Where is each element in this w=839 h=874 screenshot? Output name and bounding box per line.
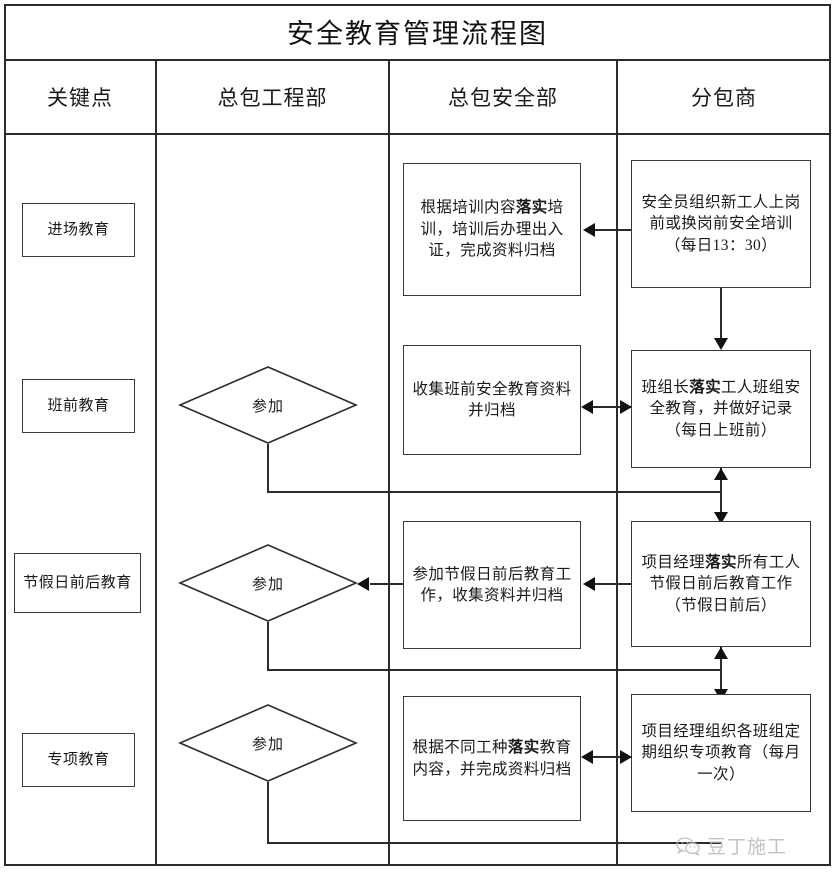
connector-r3-to-r4-sub	[720, 647, 722, 701]
text-pre: 项目经理	[641, 553, 706, 571]
chart-title-band: 安全教育管理流程图	[4, 4, 831, 61]
subcontractor-text: 班组长落实工人班组安全教育，并做好记录（每日上班前）	[640, 377, 802, 441]
connector-r1-to-r2-sub	[720, 288, 722, 342]
subcontractor-text: 项目经理组织各班组定期组织专项教育（每月一次）	[640, 721, 802, 785]
arrow-r2-to-safety	[581, 400, 593, 414]
safety-dept-text: 收集班前安全教育资料并归档	[412, 379, 572, 422]
text-post: 参加节假日前后教育工作，收集资料并归档	[412, 565, 572, 604]
text-post: 项目经理组织各班组定期组织专项教育（每月一次）	[641, 722, 801, 783]
key-point-box-holiday-education[interactable]: 节假日前后教育	[14, 553, 141, 613]
connector-r2-safety-sub	[592, 406, 631, 408]
wechat-icon	[676, 836, 702, 856]
subcontractor-text: 项目经理落实所有工人节假日前后教育工作（节假日前后）	[640, 552, 802, 616]
arrow-r2-to-sub	[620, 400, 632, 414]
page-title: 安全教育管理流程图	[287, 19, 548, 49]
watermark-label: 豆丁施工	[707, 837, 788, 858]
key-point-box-entry-education[interactable]: 进场教育	[22, 203, 135, 257]
column-divider-3	[616, 61, 618, 866]
diamond-shape	[178, 704, 358, 782]
arrow-r3-safety-to-diamond	[357, 577, 369, 591]
key-point-box-special-education[interactable]: 专项教育	[22, 733, 135, 787]
arrow-r3-to-r4-sub-up	[714, 647, 728, 659]
decision-diamond-pre-shift-education[interactable]: 参加	[178, 365, 358, 445]
column-divider-2	[388, 61, 390, 866]
connector-r4-diamond-right	[267, 842, 721, 844]
safety-dept-text: 根据培训内容落实培训，培训后办理出入证，完成资料归档	[412, 197, 572, 261]
column-header-key-point: 关键点	[47, 86, 113, 110]
connector-r4-safety-sub	[592, 756, 631, 758]
text-pre: 班组长	[641, 378, 690, 396]
text-bold: 落实	[515, 199, 548, 217]
connector-r2-to-r3-sub	[720, 468, 722, 524]
arrow-r1-to-r2-sub	[714, 338, 728, 350]
text-bold: 落实	[507, 739, 540, 757]
subcontractor-box-entry-education[interactable]: 安全员组织新工人上岗前或换岗前安全培训（每日13：30）	[631, 160, 811, 288]
connector-r3-safety-to-diamond	[370, 583, 403, 585]
subcontractor-text: 安全员组织新工人上岗前或换岗前安全培训（每日13：30）	[640, 192, 802, 256]
text-bold: 落实	[689, 378, 721, 396]
text-pre: 根据不同工种	[412, 739, 508, 757]
safety-dept-text: 根据不同工种落实教育内容，并完成资料归档	[412, 737, 572, 780]
text-post: 所有工人节假日前后教育工作（节假日前后）	[649, 553, 801, 614]
decision-diamond-special-education[interactable]: 参加	[178, 703, 358, 783]
arrow-r3-sub-to-safety	[583, 577, 595, 591]
connector-r1-sub-to-safety	[594, 229, 631, 231]
arrow-r4-to-sub	[620, 750, 632, 764]
column-header-subcontractor: 分包商	[691, 86, 757, 110]
key-point-label: 专项教育	[47, 751, 110, 768]
text-bold: 落实	[705, 553, 737, 571]
safety-dept-box-holiday-education[interactable]: 参加节假日前后教育工作，收集资料并归档	[403, 521, 581, 649]
text-post: 安全员组织新工人上岗前或换岗前安全培训（每日13：30）	[641, 193, 801, 254]
safety-dept-box-pre-shift-education[interactable]: 收集班前安全教育资料并归档	[403, 345, 581, 455]
text-post: 培训，培训后办理出入证，完成资料归档	[420, 199, 564, 260]
text-post: 收集班前安全教育资料并归档	[412, 380, 572, 419]
text-post: 教育内容，并完成资料归档	[412, 739, 572, 778]
connector-r2-diamond-right	[267, 491, 721, 493]
text-post: 工人班组安全教育，并做好记录（每日上班前）	[649, 378, 801, 439]
arrow-r4-to-safety	[581, 750, 593, 764]
safety-dept-text: 参加节假日前后教育工作，收集资料并归档	[412, 564, 572, 607]
subcontractor-box-special-education[interactable]: 项目经理组织各班组定期组织专项教育（每月一次）	[631, 694, 811, 812]
safety-dept-box-entry-education[interactable]: 根据培训内容落实培训，培训后办理出入证，完成资料归档	[403, 163, 581, 296]
connector-r3-diamond-right	[267, 669, 721, 671]
key-point-label: 班前教育	[47, 397, 110, 414]
column-divider-1	[155, 61, 157, 866]
column-header-safety-dept: 总包安全部	[448, 86, 558, 110]
connector-r3-diamond-down	[267, 622, 269, 670]
safety-dept-box-special-education[interactable]: 根据不同工种落实教育内容，并完成资料归档	[403, 696, 581, 821]
watermark: 豆丁施工	[676, 832, 787, 859]
arrow-r2-to-r3-sub-up	[714, 468, 728, 480]
arrow-r1-sub-to-safety	[583, 223, 595, 237]
subcontractor-box-pre-shift-education[interactable]: 班组长落实工人班组安全教育，并做好记录（每日上班前）	[631, 350, 811, 468]
connector-r2-diamond-down	[267, 444, 269, 492]
key-point-label: 节假日前后教育	[23, 574, 132, 591]
column-header-row: 关键点 总包工程部 总包安全部 分包商	[4, 61, 831, 135]
subcontractor-box-holiday-education[interactable]: 项目经理落实所有工人节假日前后教育工作（节假日前后）	[631, 521, 811, 647]
decision-diamond-holiday-education[interactable]: 参加	[178, 543, 358, 623]
key-point-label: 进场教育	[47, 221, 110, 238]
text-pre: 根据培训内容	[420, 199, 516, 217]
diamond-shape	[178, 366, 358, 444]
connector-r3-sub-to-safety	[594, 583, 631, 585]
key-point-box-pre-shift-education[interactable]: 班前教育	[22, 379, 135, 433]
diamond-shape	[178, 544, 358, 622]
column-header-gc-dept: 总包工程部	[217, 86, 328, 110]
connector-r4-diamond-down	[267, 782, 269, 843]
